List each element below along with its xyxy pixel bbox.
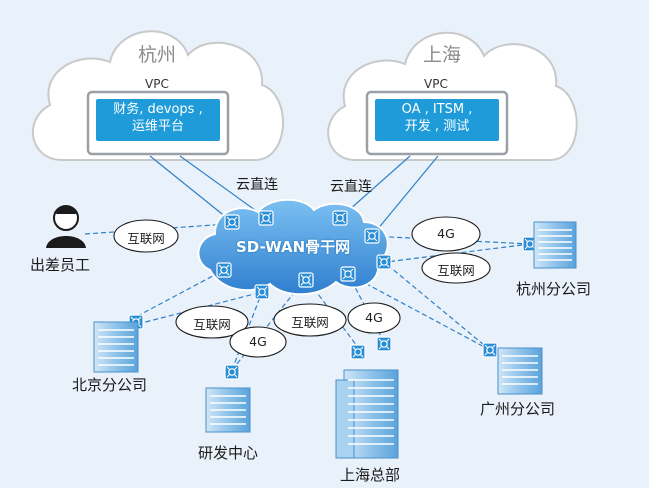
backbone-node-icon [364,228,380,244]
backbone-node-icon [298,272,314,288]
backbone-node-icon [332,210,348,226]
beijing-branch-label: 北京分公司 [72,376,148,394]
backbone-label: SD-WAN骨干网 [236,238,351,256]
hangzhou-branch-building-icon [533,221,577,269]
internet-bubble-label: 互联网 [193,317,231,332]
guangzhou-branch-label: 广州分公司 [480,400,556,418]
shanghai-services: OA , ITSM , 开发 , 测试 [375,99,499,141]
internet-bubble-label: 互联网 [127,231,165,246]
rd-center-label: 研发中心 [198,444,259,462]
hangzhou-branch-label: 杭州分公司 [516,280,592,298]
shanghai-cloud-title: 上海 [423,44,462,66]
bubble-shapes [113,216,491,358]
hangzhou-vpc-label: VPC [145,77,169,91]
shanghai-hq-label: 上海总部 [340,466,401,484]
4g-bubble-label: 4G [249,334,267,349]
cloud-link-label: 云直连 [330,179,372,195]
edge-node-icon [376,336,392,352]
4g-bubble-label: 4G [437,226,455,241]
hangzhou-service-line: 运维平台 [131,119,184,134]
edge-node-icon [350,344,366,360]
rd-center-building-icon [205,387,251,433]
internet-bubble-label: 互联网 [437,263,475,278]
hangzhou-cloud-title: 杭州 [138,44,177,66]
edge-node-icon [224,364,240,380]
cloud-link-label: 云直连 [236,177,278,193]
shanghai-service-line: 开发 , 测试 [404,119,470,134]
cloud-direct-lines [149,155,439,237]
backbone-node-icon [254,284,270,300]
4g-bubble-label: 4G [365,310,383,325]
traveling-staff-label: 出差员工 [30,256,91,274]
backbone-node-icon [216,262,232,278]
hangzhou-services: 财务, devops , 运维平台 [96,99,220,141]
shanghai-service-line: OA , ITSM , [401,102,473,117]
backbone-node-icon [258,210,274,226]
beijing-branch-building-icon [93,321,139,373]
backbone-node-icon [376,254,392,270]
backbone-node-icon [340,266,356,282]
traveling-staff-icon [46,205,86,248]
backbone-node-icon [224,214,240,230]
shanghai-vpc-label: VPC [424,77,448,91]
edge-node-icon [482,342,498,358]
shanghai-hq-building-icon [335,369,399,459]
guangzhou-branch-building-icon [497,347,543,395]
internet-bubble-label: 互联网 [291,315,329,330]
hangzhou-service-line: 财务, devops , [113,102,203,117]
